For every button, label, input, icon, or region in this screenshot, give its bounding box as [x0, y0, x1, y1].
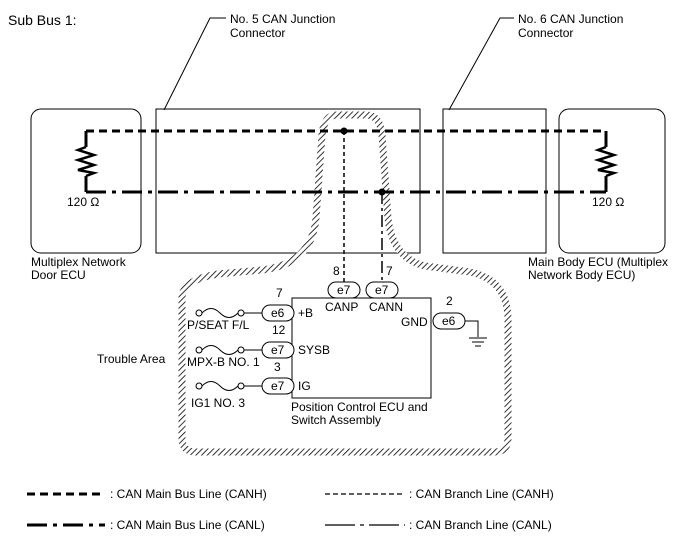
- position-control-ecu-label-line2: Switch Assembly: [291, 413, 381, 427]
- junction-connector-no6-box: [442, 108, 547, 254]
- canp-pin-name: CANP: [325, 300, 358, 314]
- left-resistor-value: 120 Ω: [67, 195, 99, 209]
- fuse-icon: [195, 382, 203, 390]
- main-body-ecu-box: [558, 108, 666, 254]
- legend-branch-canl-label: : CAN Branch Line (CANL): [409, 518, 552, 532]
- left-ecu-label-line1: Multiplex Network: [31, 255, 127, 269]
- resistor-icon: [73, 145, 99, 178]
- junction-no6-label-line2: Connector: [518, 26, 573, 40]
- position-control-ecu-label-line1: Position Control ECU and: [291, 400, 428, 414]
- sysb-connector-code: e7: [271, 343, 285, 357]
- ig-pin-number: 3: [274, 360, 281, 374]
- plusb-connector-code: e6: [271, 306, 285, 320]
- canp-connector: [327, 281, 361, 299]
- junction-connector-no5-box: [155, 108, 421, 254]
- right-resistor-value: 120 Ω: [592, 195, 624, 209]
- right-ecu-label-line1: Main Body ECU (Multiplex: [528, 255, 668, 269]
- cann-pin-number: 7: [386, 264, 393, 278]
- fuse-icon: [237, 346, 245, 354]
- resistor-icon: [593, 145, 619, 178]
- cann-connector-code: e7: [375, 283, 389, 297]
- sysb-fuse-label: MPX-B NO. 1: [187, 355, 260, 369]
- gnd-pin-number: 2: [446, 294, 453, 308]
- cann-pin-name: CANN: [369, 300, 403, 314]
- legend-main-canh-label: : CAN Main Bus Line (CANH): [110, 487, 267, 501]
- fuse-icon: [237, 309, 245, 317]
- multiplex-network-door-ecu-box: [30, 108, 142, 254]
- sysb-pin-number: 12: [272, 323, 286, 337]
- right-ecu-label-line2: Network Body ECU): [528, 268, 635, 282]
- ig-connector-code: e7: [271, 379, 285, 393]
- fuse-icon: [195, 309, 203, 317]
- ig-fuse-label: IG1 NO. 3: [191, 396, 245, 410]
- diagram-title: Sub Bus 1:: [8, 12, 77, 28]
- plusb-fuse-label: P/SEAT F/L: [187, 318, 250, 332]
- ig-pin-name: IG: [298, 379, 311, 393]
- sysb-pin-name: SYSB: [298, 343, 330, 357]
- cann-connector: [365, 281, 399, 299]
- plusb-pin-number: 7: [276, 286, 283, 300]
- fuse-icon: [201, 345, 239, 355]
- fuse-icon: [201, 308, 239, 318]
- plusb-pin-name: +B: [298, 306, 313, 320]
- junction-dot: [340, 127, 348, 135]
- gnd-pin-name: GND: [401, 315, 428, 329]
- junction-dot: [378, 188, 386, 196]
- gnd-wire: [465, 320, 479, 337]
- fuse-icon: [237, 382, 245, 390]
- canp-connector-code: e7: [337, 283, 351, 297]
- junction-no5-label-line1: No. 5 CAN Junction: [230, 12, 335, 26]
- trouble-area-boundary: [178, 111, 512, 456]
- gnd-connector-code: e6: [442, 314, 456, 328]
- junction-no6-leader: [448, 17, 514, 111]
- left-ecu-label-line2: Door ECU: [31, 268, 86, 282]
- legend-branch-canh-label: : CAN Branch Line (CANH): [409, 487, 554, 501]
- fuse-icon: [195, 346, 203, 354]
- fuse-icon: [201, 381, 239, 391]
- junction-no6-label-line1: No. 6 CAN Junction: [518, 12, 623, 26]
- junction-no5-label-line2: Connector: [230, 26, 285, 40]
- legend-main-canl-label: : CAN Main Bus Line (CANL): [110, 518, 265, 532]
- junction-no5-leader: [163, 17, 226, 111]
- canp-pin-number: 8: [333, 264, 340, 278]
- trouble-area-label: Trouble Area: [97, 352, 166, 366]
